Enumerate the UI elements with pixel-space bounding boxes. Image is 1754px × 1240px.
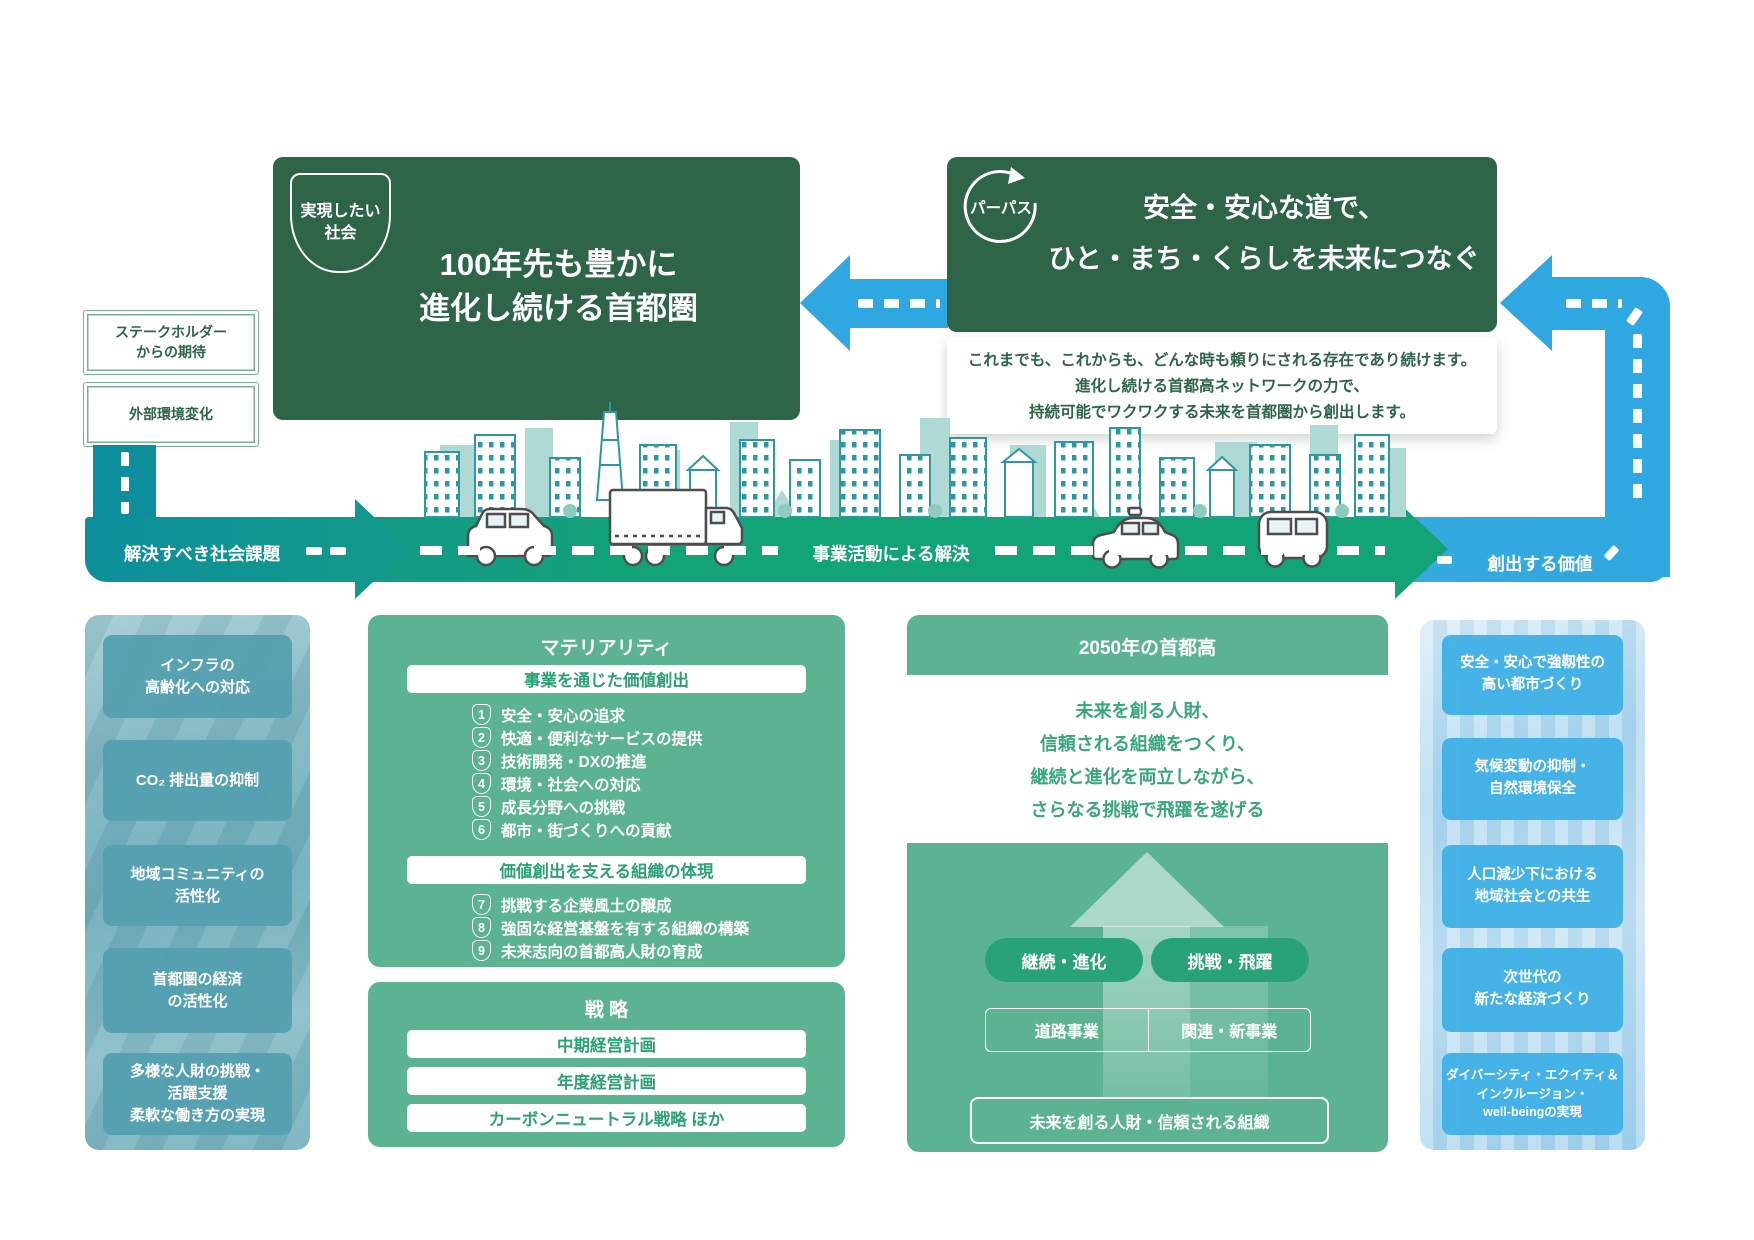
created-values-panel: 安全・安心で強靱性の 高い都市づくり 気候変動の抑制・ 自然環境保全 人口減少下…: [1420, 620, 1645, 1150]
society-badge-label: 実現したい 社会: [300, 202, 381, 242]
materiality-item-label: 環境・社会への対応: [501, 776, 641, 794]
society-title: 100年先も豊かに 進化し続ける首都圏: [419, 247, 698, 327]
materiality-item: 4 環境・社会への対応: [472, 772, 641, 795]
dashed-line: [1437, 556, 1452, 564]
business-domain-related: 関連・新事業: [1181, 1024, 1278, 1041]
foundation-box: 未来を創る人財・信頼される組織: [970, 1097, 1329, 1144]
strategy-panel: 戦 略 中期経営計画 年度経営計画 カーボンニュートラル戦略 ほか: [368, 982, 845, 1147]
created-value-box: 人口減少下における 地域社会との共生: [1442, 845, 1623, 928]
dashed-line: [306, 547, 322, 555]
society-box: 実現したい 社会 100年先も豊かに 進化し続ける首都圏: [273, 157, 800, 420]
flow-label-value: 創出する価値: [1487, 554, 1593, 574]
vision-statement: 未来を創る人財、 信頼される組織をつくり、 継続と進化を両立しながら、 さらなる…: [1030, 701, 1265, 820]
materiality-item: 6 都市・街づくりへの貢献: [472, 818, 672, 841]
dashed-line: [1566, 299, 1622, 308]
materiality-item-label: 技術開発・DXの推進: [501, 753, 647, 771]
business-domains: 道路事業 関連・新事業: [985, 1008, 1311, 1052]
created-value-box: 気候変動の抑制・ 自然環境保全: [1442, 738, 1623, 820]
item-number-badge: 7: [472, 894, 491, 915]
vision-title: 2050年の首都高: [1078, 638, 1217, 659]
item-number-badge: 3: [472, 750, 491, 771]
social-issue-box: 地域コミュニティの 活性化: [103, 845, 292, 926]
strategy-item: カーボンニュートラル戦略 ほか: [407, 1104, 806, 1132]
social-issues-panel: インフラの 高齢化への対応 CO₂ 排出量の抑制 地域コミュニティの 活性化 首…: [85, 615, 310, 1150]
environment-box: 外部環境変化: [83, 382, 259, 447]
flow-label-solve: 解決すべき社会課題: [123, 544, 281, 564]
strategy-item: 中期経営計画: [407, 1030, 806, 1058]
materiality-item-label: 未来志向の首都高人財の育成: [501, 943, 703, 961]
flow-label-business: 事業活動による解決: [812, 544, 970, 564]
dashed-line: [121, 452, 129, 514]
social-issue-box: CO₂ 排出量の抑制: [103, 740, 292, 821]
materiality-title: マテリアリティ: [540, 638, 673, 659]
road-center-line: [420, 546, 778, 555]
item-number-badge: 4: [472, 773, 491, 794]
materiality-item-label: 挑戦する企業風土の醸成: [501, 897, 672, 915]
item-number-badge: 2: [472, 727, 491, 748]
organization-header: 価値創出を支える組織の体現: [407, 856, 806, 884]
purpose-badge-label: パーパス: [970, 200, 1032, 217]
business-value-header: 事業を通じた価値創出: [407, 665, 806, 693]
materiality-item-label: 強固な経営基盤を有する組織の構築: [501, 920, 750, 938]
materiality-item-label: 快適・便利なサービスの提供: [501, 730, 703, 748]
pill-challenge: 挑戦・飛躍: [1151, 938, 1309, 982]
materiality-panel: マテリアリティ 事業を通じた価値創出 1 安全・安心の追求 2 快適・便利なサー…: [368, 615, 845, 967]
item-number-badge: 8: [472, 917, 491, 938]
materiality-item: 1 安全・安心の追求: [472, 703, 625, 726]
business-domain-road: 道路事業: [986, 1009, 1149, 1051]
teal-arrowhead-icon: [355, 499, 408, 599]
materiality-item: 5 成長分野への挑戦: [472, 795, 625, 818]
pill-continuity: 継続・進化: [985, 938, 1143, 982]
materiality-item: 2 快適・便利なサービスの提供: [472, 726, 703, 749]
materiality-item: 9 未来志向の首都高人財の育成: [472, 939, 703, 962]
society-badge-icon: 実現したい 社会: [290, 173, 391, 273]
truck-icon: [608, 488, 744, 567]
dashed-line: [858, 299, 940, 308]
vision-statement-box: [907, 675, 1388, 843]
road-center-line: [995, 546, 1385, 555]
created-value-box: 次世代の 新たな経済づくり: [1442, 948, 1623, 1032]
purpose-title: 安全・安心な道で、 ひと・まち・くらしを未来につなぐ: [1048, 193, 1480, 275]
cityscape-illustration: [424, 402, 1406, 518]
van-icon: [466, 507, 554, 567]
item-number-badge: 6: [472, 819, 491, 840]
social-issue-box: インフラの 高齢化への対応: [103, 635, 292, 718]
growth-arrow-icon: [1070, 852, 1224, 927]
materiality-item: 7 挑戦する企業風土の醸成: [472, 893, 672, 916]
created-value-box: ダイバーシティ・エクイティ＆ インクルージョン・ well-beingの実現: [1442, 1053, 1623, 1135]
strategy-title: 戦 略: [584, 1000, 629, 1021]
materiality-item-label: 成長分野への挑戦: [501, 799, 626, 817]
purpose-cycle-icon: パーパス: [959, 165, 1043, 249]
stakeholder-box: ステークホルダー からの期待: [83, 310, 259, 375]
strategy-item: 年度経営計画: [407, 1067, 806, 1095]
value-flow-band: [1410, 517, 1670, 582]
item-number-badge: 1: [472, 704, 491, 725]
purpose-to-society-arrowhead-icon: [800, 255, 850, 351]
dashed-line: [1633, 334, 1642, 506]
item-number-badge: 5: [472, 796, 491, 817]
purpose-message: これまでも、これからも、どんな時も頼りにされる存在であり続けます。 進化し続ける…: [947, 337, 1497, 434]
materiality-item-label: 安全・安心の追求: [501, 707, 626, 725]
dashed-line: [330, 547, 346, 555]
materiality-item: 8 強固な経営基盤を有する組織の構築: [472, 916, 749, 939]
vision-2050-panel: 2050年の首都高 未来を創る人財、 信頼される組織をつくり、 継続と進化を両立…: [907, 615, 1388, 1152]
social-issue-box: 首都圏の経済 の活性化: [103, 948, 292, 1033]
item-number-badge: 9: [472, 940, 491, 961]
purpose-box: パーパス 安全・安心な道で、 ひと・まち・くらしを未来につなぐ: [947, 157, 1497, 332]
car-icon: [1257, 510, 1329, 568]
created-value-box: 安全・安心で強靱性の 高い都市づくり: [1442, 635, 1623, 715]
taxi-icon: [1091, 506, 1180, 569]
materiality-item-label: 都市・街づくりへの貢献: [501, 822, 672, 840]
value-return-arrowhead-icon: [1500, 255, 1552, 351]
materiality-item: 3 技術開発・DXの推進: [472, 749, 647, 772]
social-issue-box: 多様な人財の挑戦・ 活躍支援 柔軟な働き方の実現: [103, 1053, 292, 1135]
